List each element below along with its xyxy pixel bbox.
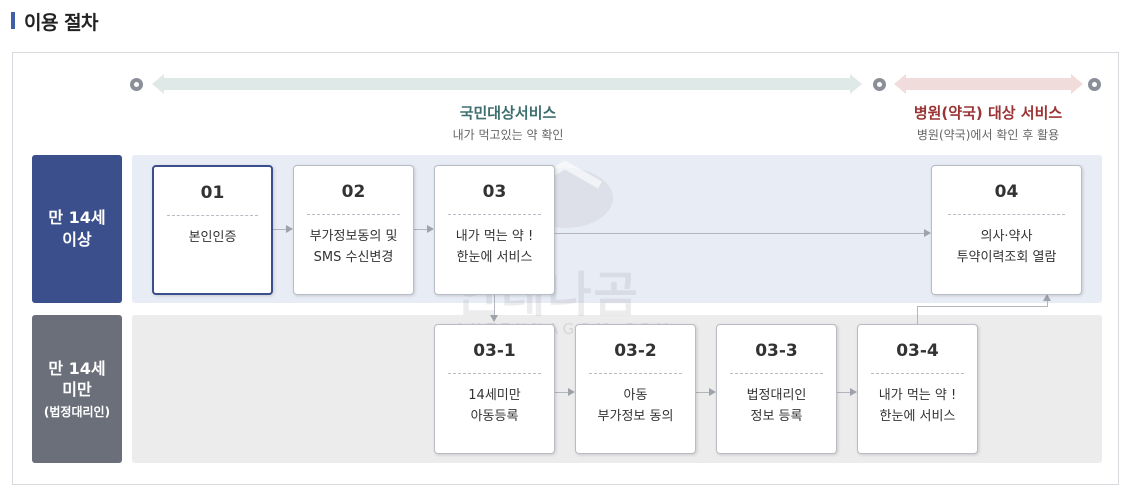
- connector-line: [494, 294, 495, 315]
- connector-line: [272, 229, 286, 230]
- row-label-minor-line2: 미만: [62, 380, 92, 400]
- timeline-dot-icon: [1088, 78, 1101, 91]
- step-number: 03: [482, 182, 507, 202]
- row-label-adult-line1: 만 14세: [48, 208, 106, 228]
- arrow-right-icon: [286, 225, 293, 233]
- step-number: 01: [200, 183, 225, 203]
- step-number: 03-2: [614, 341, 657, 361]
- step-divider: [448, 214, 541, 215]
- section-title: 이용 절차: [24, 12, 99, 34]
- step-divider: [871, 373, 964, 374]
- arrow-right-icon: [568, 388, 575, 396]
- hospital-arrow-bar: [894, 74, 1083, 94]
- step-divider: [730, 373, 823, 374]
- step-number: 03-1: [473, 341, 516, 361]
- step-number: 02: [341, 182, 366, 202]
- row-label-minor-line3: (법정대리인): [43, 405, 111, 419]
- connector-line: [413, 229, 427, 230]
- step-number: 03-3: [755, 341, 798, 361]
- arrow-right-icon: [427, 225, 434, 233]
- citizen-service-title: 국민대상서비스: [459, 104, 557, 122]
- row-label-minor-line1: 만 14세: [48, 358, 106, 378]
- connector-line: [917, 306, 918, 325]
- step-divider: [166, 215, 259, 216]
- step-text: 내가 먹는 약 !한눈에 서비스: [455, 229, 534, 265]
- step-number: 04: [994, 182, 1019, 202]
- timeline-dot-icon: [873, 78, 886, 91]
- step-text: 본인인증: [188, 230, 237, 245]
- arrow-right-icon: [709, 388, 716, 396]
- section-title-bar: [11, 12, 15, 29]
- step-divider: [948, 214, 1065, 215]
- citizen-service-subtitle: 내가 먹고있는 약 확인: [452, 128, 564, 142]
- connector-line: [695, 392, 709, 393]
- step-card-01[interactable]: 01 본인인증: [152, 165, 273, 295]
- step-divider: [448, 373, 541, 374]
- connector-line: [917, 306, 1047, 307]
- citizen-arrow-bar: [152, 74, 862, 94]
- step-text: 내가 먹는 약 !한눈에 서비스: [878, 388, 957, 424]
- step-card-03[interactable]: 03 내가 먹는 약 !한눈에 서비스: [434, 165, 555, 295]
- arrow-right-icon: [850, 388, 857, 396]
- step-divider: [589, 373, 682, 374]
- arrow-up-icon: [1043, 294, 1051, 301]
- connector-line: [1047, 300, 1048, 307]
- step-card-03-4[interactable]: 03-4 내가 먹는 약 !한눈에 서비스: [857, 324, 978, 454]
- step-number: 03-4: [896, 341, 939, 361]
- connector-line: [554, 392, 568, 393]
- step-divider: [307, 214, 400, 215]
- row-label-minor: 만 14세 미만 (법정대리인): [32, 315, 122, 463]
- arrow-down-icon: [490, 315, 498, 322]
- hospital-service-title: 병원(약국) 대상 서비스: [913, 104, 1063, 122]
- arrow-right-icon: [924, 229, 931, 237]
- connector-line: [554, 233, 924, 234]
- connector-line: [836, 392, 850, 393]
- row-label-adult: 만 14세 이상: [32, 155, 122, 303]
- timeline-dot-icon: [130, 78, 143, 91]
- hospital-service-subtitle: 병원(약국)에서 확인 후 활용: [916, 128, 1060, 142]
- row-label-adult-line2: 이상: [62, 230, 92, 249]
